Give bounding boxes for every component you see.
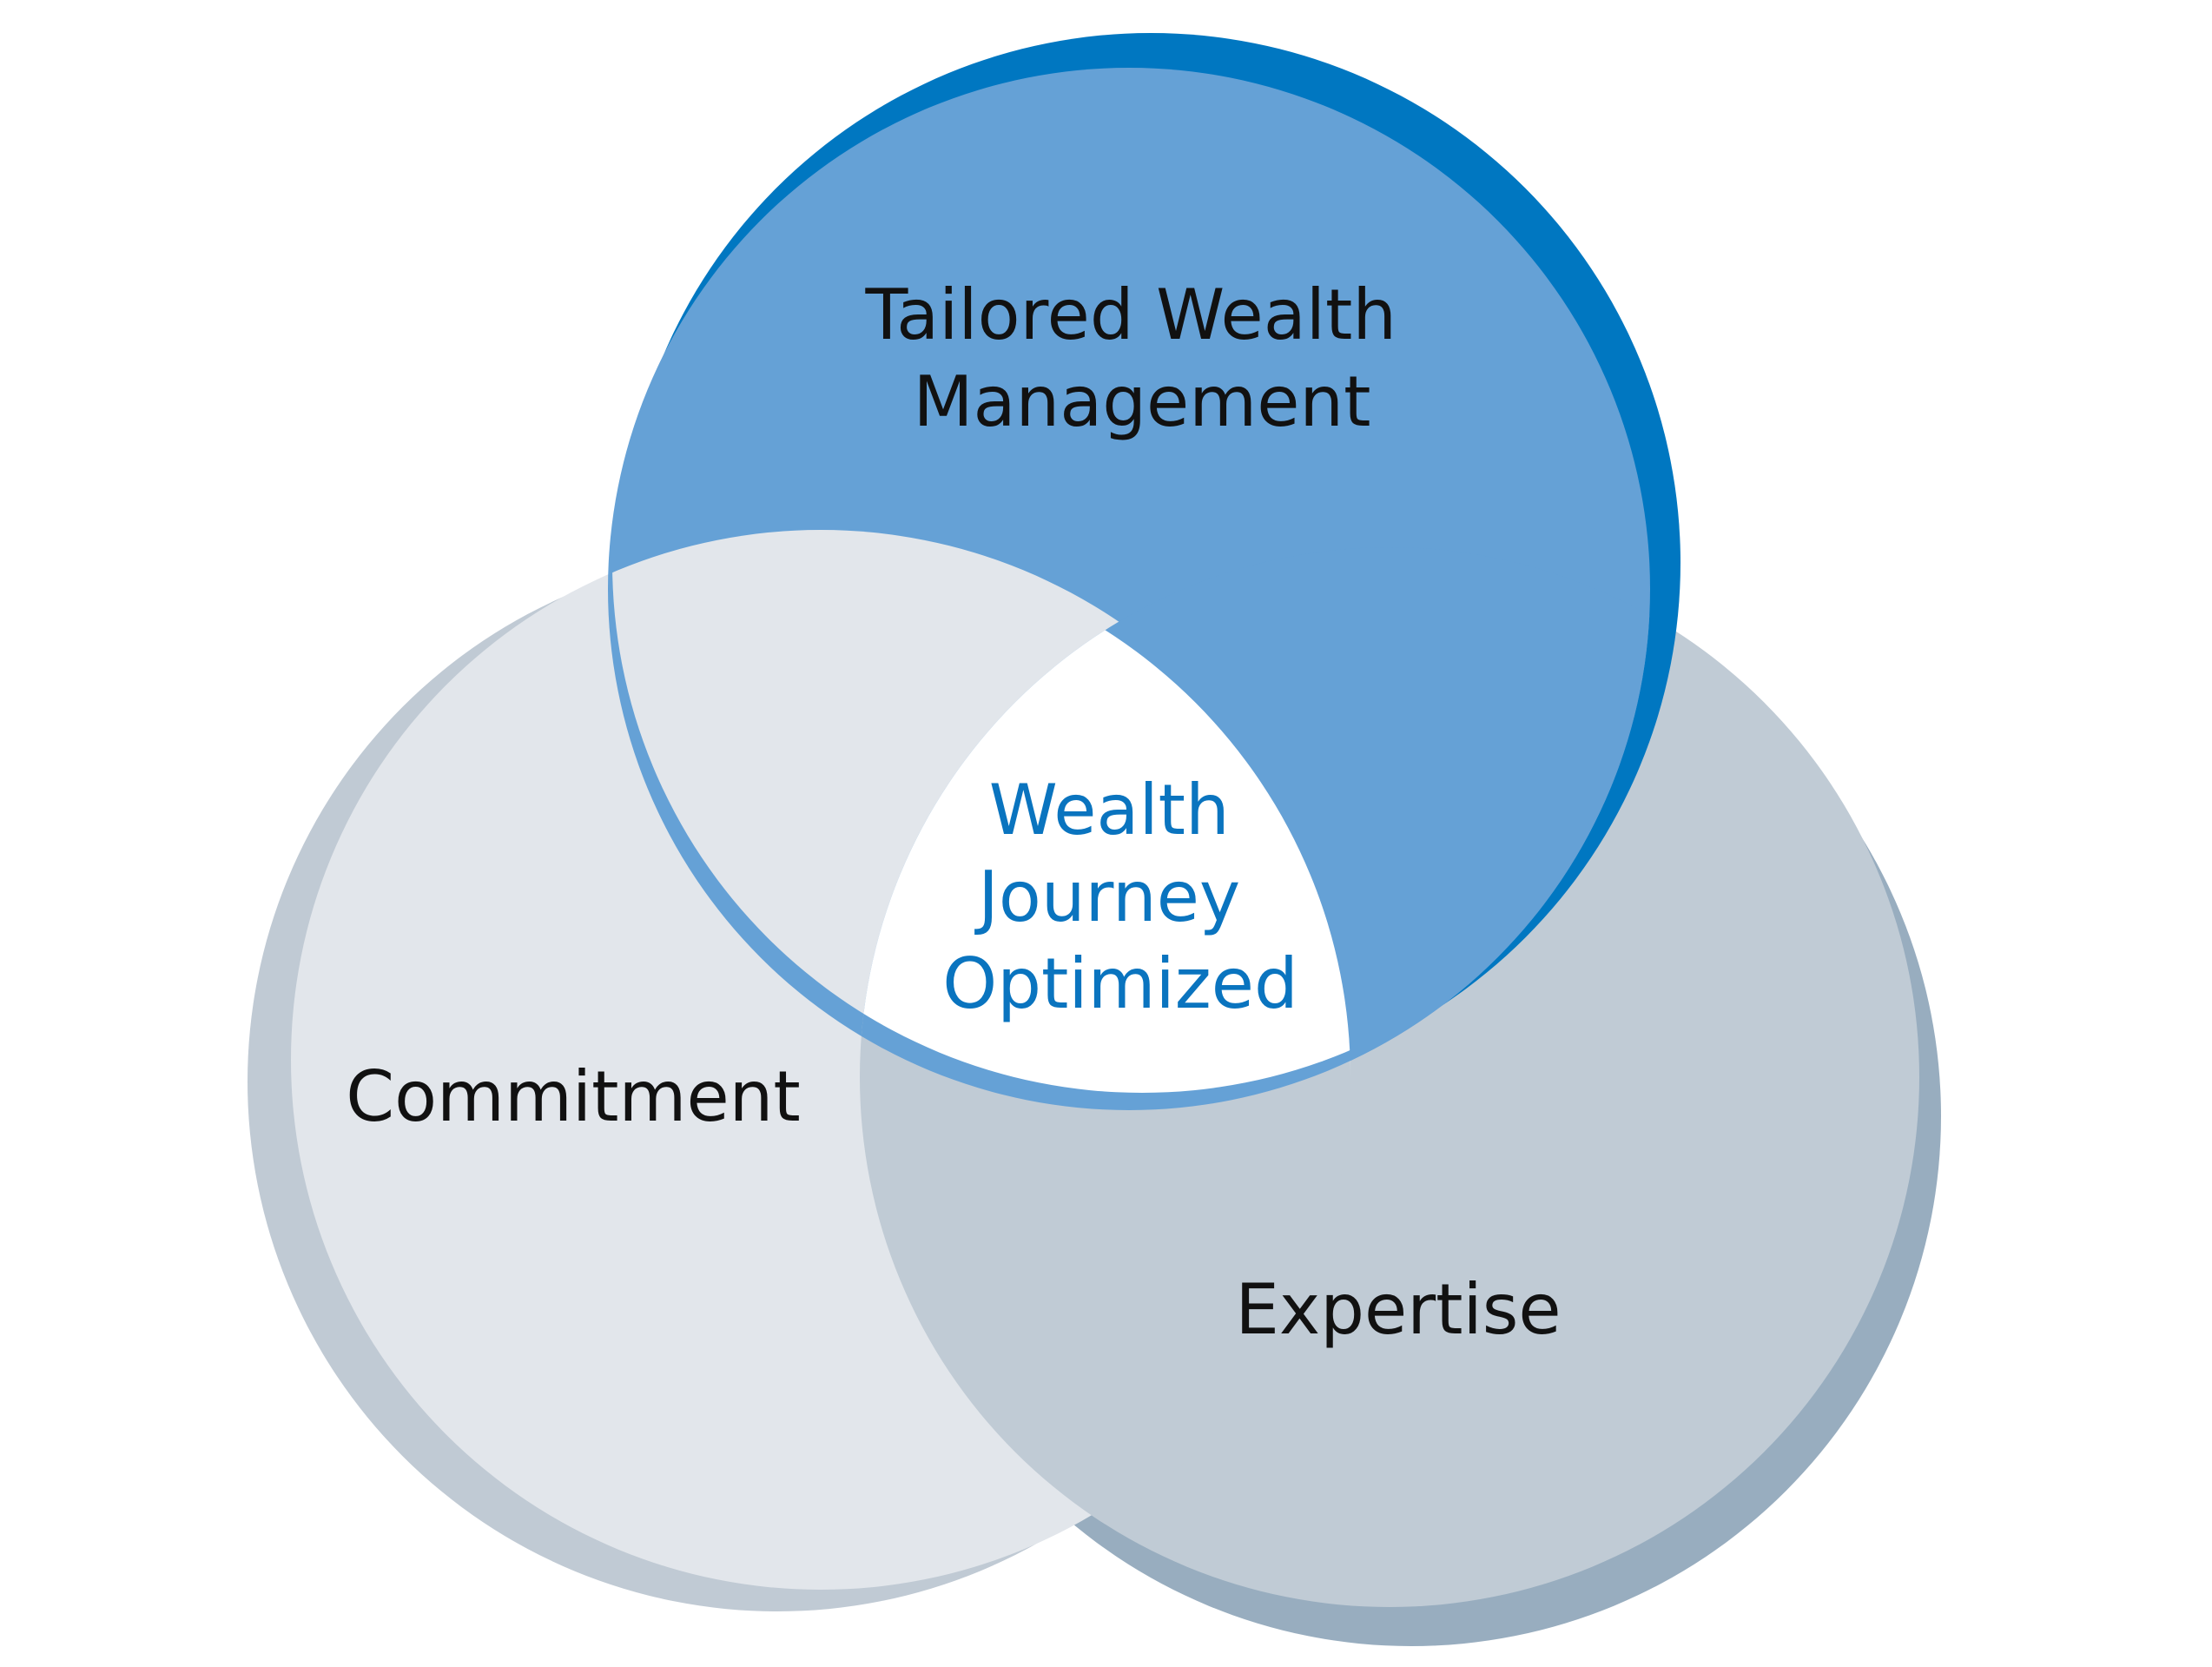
- center-label-line-3: Optimized: [942, 943, 1298, 1024]
- wealth-journey-optimized-label: Wealth Journey Optimized: [942, 770, 1298, 1024]
- tailored-label-line-2: Management: [914, 361, 1371, 442]
- center-label-line-1: Wealth: [989, 770, 1230, 850]
- tailored-wealth-management-label: Tailored Wealth Management: [865, 275, 1419, 442]
- tailored-label-line-1: Tailored Wealth: [865, 275, 1397, 355]
- center-label-line-2: Journey: [974, 857, 1240, 937]
- expertise-label: Expertise: [1235, 1269, 1561, 1350]
- commitment-label: Commitment: [346, 1056, 800, 1137]
- center-overlap: [860, 547, 1350, 1093]
